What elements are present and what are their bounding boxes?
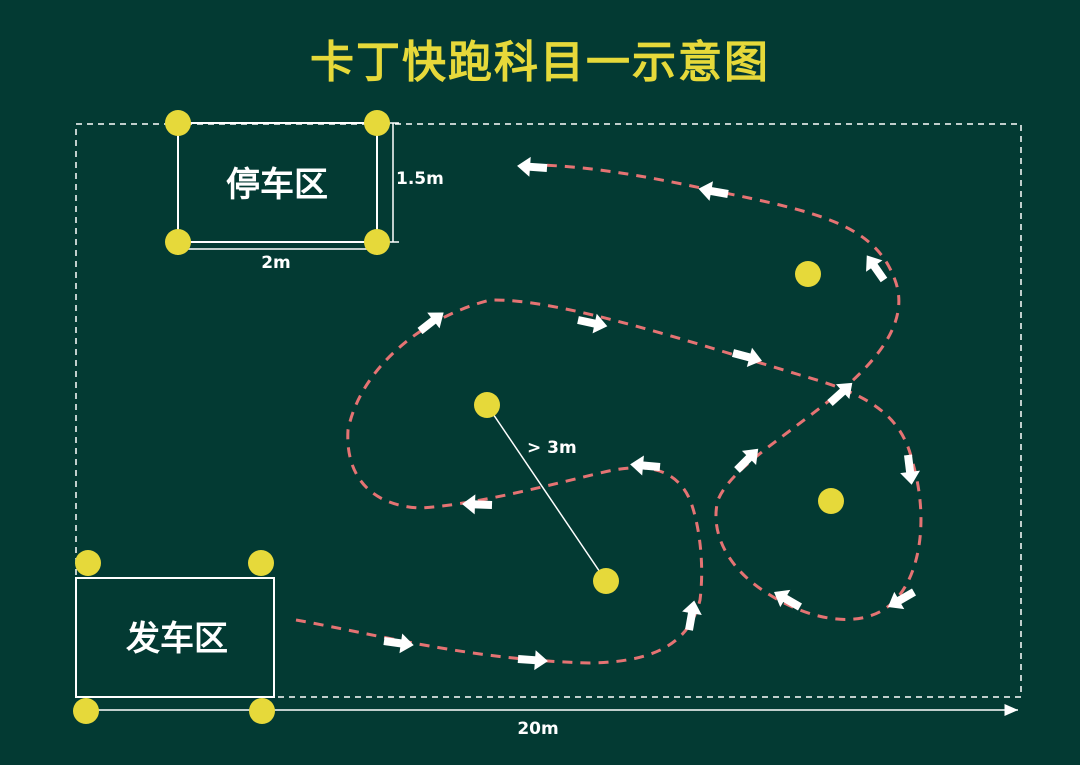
cone (364, 110, 390, 136)
cone (165, 110, 191, 136)
cones (73, 110, 844, 724)
cone (593, 568, 619, 594)
direction-arrow (577, 313, 608, 334)
cone (474, 392, 500, 418)
cone (795, 261, 821, 287)
direction-arrow (517, 650, 548, 671)
parking-width-label: 2m (261, 253, 291, 273)
cone (248, 550, 274, 576)
direction-arrow (417, 312, 444, 335)
direction-arrows (383, 156, 920, 671)
direction-arrow (866, 255, 888, 283)
parking-zone-label: 停车区 (226, 165, 328, 205)
page-title: 卡丁快跑科目一示意图 (310, 37, 770, 88)
cone-distance-line (486, 404, 607, 582)
cone (75, 550, 101, 576)
direction-arrow (630, 455, 661, 476)
direction-arrow (774, 589, 802, 611)
start-zone-label: 发车区 (126, 619, 228, 659)
direction-arrow (383, 633, 414, 654)
cone (249, 698, 275, 724)
direction-arrow (900, 454, 920, 485)
cone (364, 229, 390, 255)
direction-arrow (698, 181, 729, 201)
direction-arrow (888, 588, 916, 610)
direction-arrow (462, 494, 493, 515)
driving-path (295, 163, 923, 665)
direction-arrow (827, 382, 853, 406)
parking-height-label: 1.5m (396, 169, 444, 189)
cone-distance-label: > 3m (527, 438, 577, 458)
direction-arrow (731, 347, 762, 368)
direction-arrow (734, 448, 759, 473)
cone (818, 488, 844, 514)
direction-arrow (682, 600, 702, 631)
start-zone (75, 577, 275, 698)
parking-zone (177, 122, 378, 243)
direction-arrow (517, 156, 548, 177)
cone (73, 698, 99, 724)
cone (165, 229, 191, 255)
course-length-label: 20m (517, 719, 558, 739)
